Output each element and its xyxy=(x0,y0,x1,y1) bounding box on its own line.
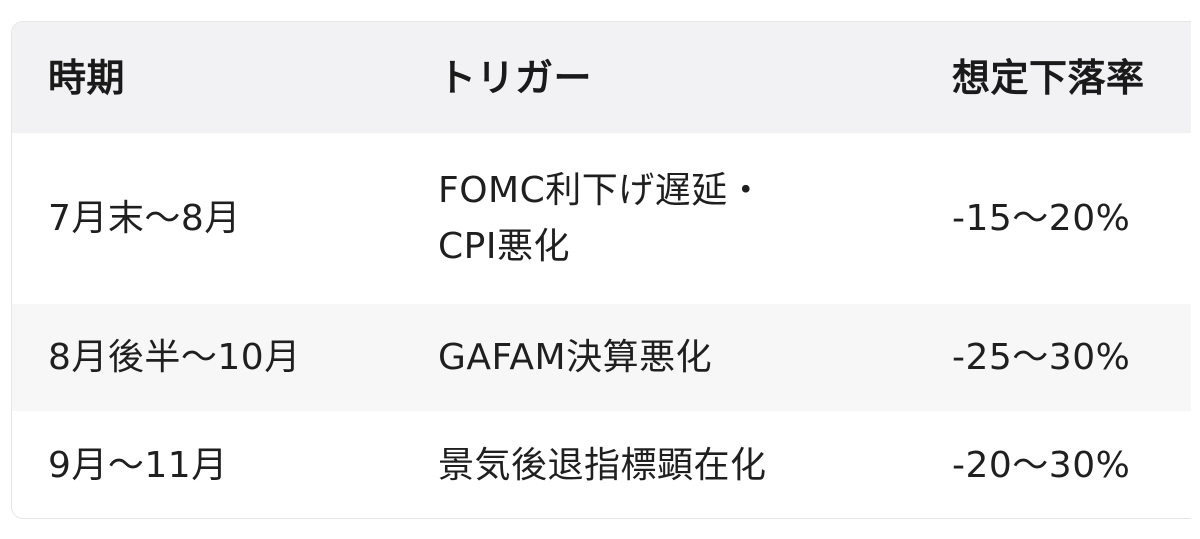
header-period: 時期 xyxy=(48,22,408,133)
trigger-text: 景気後退指標顕在化 xyxy=(438,444,767,486)
decline-text: -20〜30% xyxy=(952,444,1131,486)
trigger-text-line1: FOMC利下げ遅延・ xyxy=(438,169,765,211)
decline-cell: -25〜30% xyxy=(952,304,1191,411)
decline-text: -25〜30% xyxy=(952,336,1131,378)
period-text: 9月〜11月 xyxy=(48,444,228,486)
table-row: 7月末〜8月 FOMC利下げ遅延・ CPI悪化 -15〜20% xyxy=(12,133,1191,304)
decline-cell: -20〜30% xyxy=(952,411,1191,518)
header-trigger-label: トリガー xyxy=(438,55,593,100)
trigger-text: GAFAM決算悪化 xyxy=(438,336,713,378)
header-decline-label: 想定下落率 xyxy=(952,55,1145,100)
table-row: 8月後半〜10月 GAFAM決算悪化 -25〜30% xyxy=(12,304,1191,411)
decline-cell: -15〜20% xyxy=(952,133,1191,304)
table-row: 9月〜11月 景気後退指標顕在化 -20〜30% xyxy=(12,411,1191,518)
forecast-table: 時期 トリガー 想定下落率 7月末〜8月 FOMC利下げ遅延・ CPI悪化 -1… xyxy=(11,21,1191,519)
header-period-label: 時期 xyxy=(48,55,126,100)
trigger-text-line2: CPI悪化 xyxy=(438,225,570,267)
period-cell: 9月〜11月 xyxy=(48,411,408,518)
trigger-cell: 景気後退指標顕在化 xyxy=(438,411,858,518)
table-header-row: 時期 トリガー 想定下落率 xyxy=(12,22,1191,133)
trigger-cell: FOMC利下げ遅延・ CPI悪化 xyxy=(438,133,858,304)
period-text: 7月末〜8月 xyxy=(48,197,241,239)
period-cell: 7月末〜8月 xyxy=(48,133,408,304)
period-text: 8月後半〜10月 xyxy=(48,336,301,378)
header-decline: 想定下落率 xyxy=(952,22,1191,133)
header-trigger: トリガー xyxy=(438,22,858,133)
period-cell: 8月後半〜10月 xyxy=(48,304,408,411)
trigger-cell: GAFAM決算悪化 xyxy=(438,304,858,411)
decline-text: -15〜20% xyxy=(952,197,1131,239)
